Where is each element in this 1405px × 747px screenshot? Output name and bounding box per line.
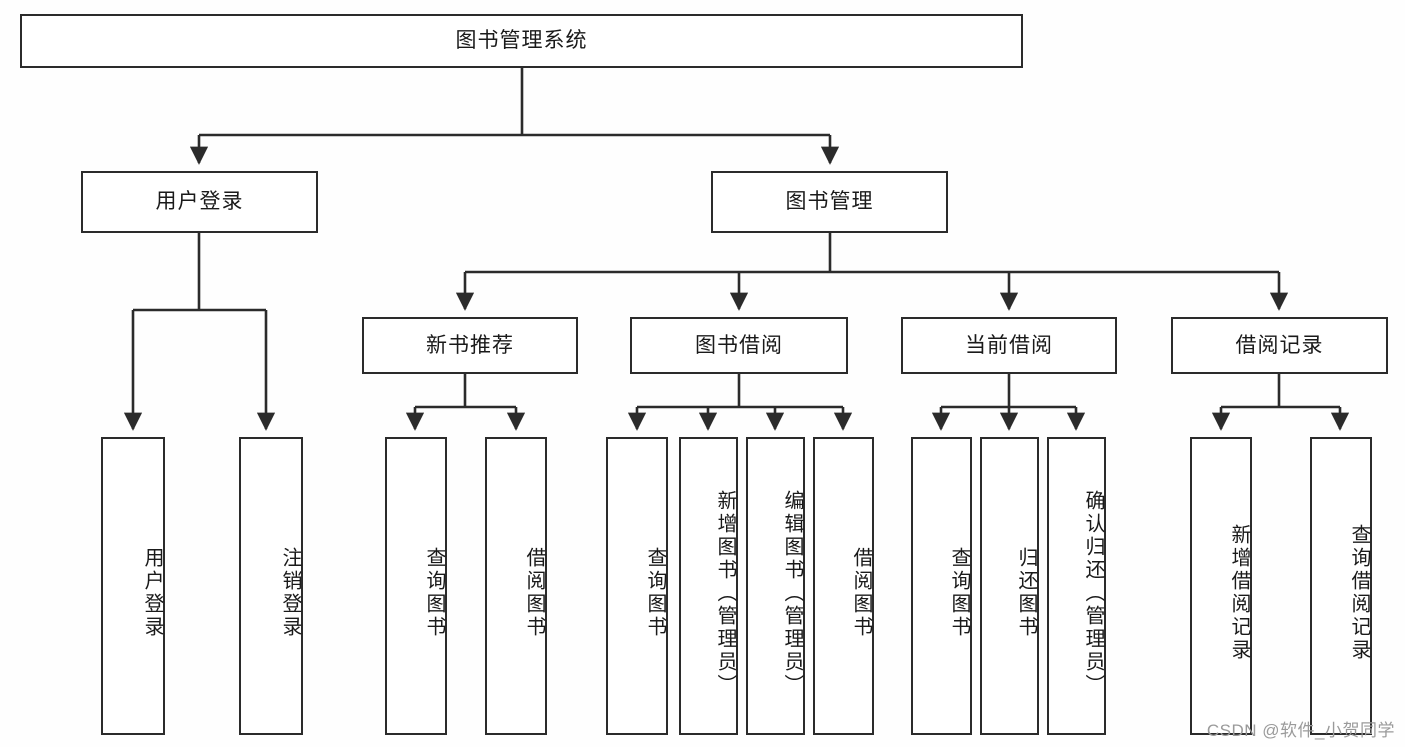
node-borrow-record[interactable]: 借阅记录 [1171,317,1388,374]
node-leaf-user-login[interactable]: 用户登录 [101,437,165,735]
node-book-borrow[interactable]: 图书借阅 [630,317,848,374]
node-book-manage[interactable]: 图书管理 [711,171,948,233]
csdn-watermark: CSDN @软件_小贺同学 [1206,721,1395,740]
node-leaf-add-book[interactable]: 新增图书（管理员） [679,437,738,735]
node-leaf-return-book[interactable]: 归还图书 [980,437,1039,735]
node-new-book-recommend[interactable]: 新书推荐 [362,317,578,374]
node-leaf-query-record[interactable]: 查询借阅记录 [1310,437,1372,735]
node-leaf-borrow-book-2[interactable]: 借阅图书 [813,437,874,735]
node-root[interactable]: 图书管理系统 [20,14,1023,68]
node-leaf-query-book-2[interactable]: 查询图书 [606,437,668,735]
node-current-borrow[interactable]: 当前借阅 [901,317,1117,374]
node-leaf-query-book-3[interactable]: 查询图书 [911,437,972,735]
node-leaf-confirm-return[interactable]: 确认归还（管理员） [1047,437,1106,735]
node-leaf-query-book-1[interactable]: 查询图书 [385,437,447,735]
node-leaf-edit-book[interactable]: 编辑图书（管理员） [746,437,805,735]
node-leaf-borrow-book-1[interactable]: 借阅图书 [485,437,547,735]
node-user-login[interactable]: 用户登录 [81,171,318,233]
node-leaf-logout[interactable]: 注销登录 [239,437,303,735]
node-leaf-add-record[interactable]: 新增借阅记录 [1190,437,1252,735]
